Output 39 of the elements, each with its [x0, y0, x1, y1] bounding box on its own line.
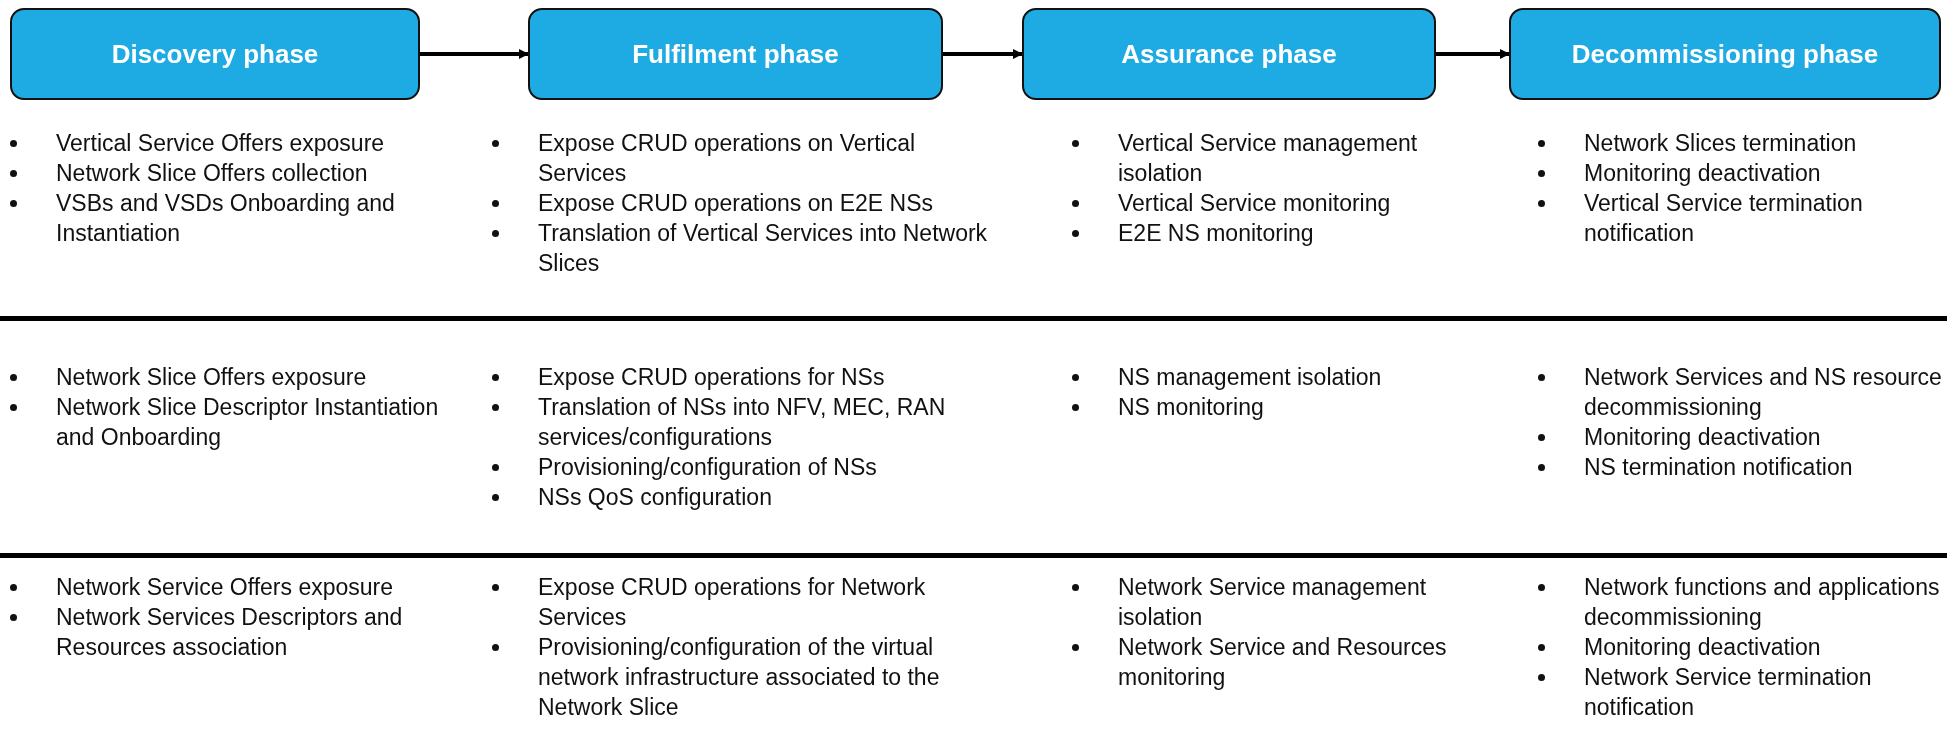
bullet-item: Network Slice Descriptor Instantiation and Onboarding — [4, 392, 474, 452]
phase-box: Discovery phase — [10, 8, 420, 100]
bullet-item: Translation of NSs into NFV, MEC, RAN services/configurations — [486, 392, 1006, 452]
bullet-item: Network Services and NS resource decommissioning — [1532, 362, 1947, 422]
bullet-item: Expose CRUD operations for NSs — [486, 362, 1006, 392]
bullet-item: Expose CRUD operations on Vertical Services — [486, 128, 1006, 188]
bullet-item: Vertical Service termination notification — [1532, 188, 1947, 248]
bullet-item: NSs QoS configuration — [486, 482, 1006, 512]
bullet-item: Network Service termination notification — [1532, 662, 1947, 722]
bullet-item: E2E NS monitoring — [1066, 218, 1466, 248]
bullet-item: Monitoring deactivation — [1532, 422, 1947, 452]
bullet-item: Network Service Offers exposure — [4, 572, 474, 602]
bullet-item: Network Slice Offers collection — [4, 158, 474, 188]
bullet-item: Network Slices termination — [1532, 128, 1947, 158]
bullet-item: Provisioning/configuration of the virtual network infrastructure associated to the Network Slice — [486, 632, 1006, 722]
bullet-item: Vertical Service monitoring — [1066, 188, 1466, 218]
bullet-item: Monitoring deactivation — [1532, 158, 1947, 188]
phase-box: Assurance phase — [1022, 8, 1436, 100]
bullet-item: Vertical Service management isolation — [1066, 128, 1466, 188]
bullet-item: Network Service management isolation — [1066, 572, 1466, 632]
phase-box: Decommissioning phase — [1509, 8, 1941, 100]
arrow — [943, 49, 1023, 59]
arrow — [1436, 49, 1510, 59]
bullet-item: VSBs and VSDs Onboarding and Instantiation — [4, 188, 474, 248]
bullet-item: Expose CRUD operations on E2E NSs — [486, 188, 1006, 218]
bullet-item: NS termination notification — [1532, 452, 1947, 482]
bullet-item: Vertical Service Offers exposure — [4, 128, 474, 158]
bullet-item: NS monitoring — [1066, 392, 1466, 422]
bullet-item: Network Slice Offers exposure — [4, 362, 474, 392]
bullet-item: Provisioning/configuration of NSs — [486, 452, 1006, 482]
bullet-item: Monitoring deactivation — [1532, 632, 1947, 662]
bullet-item: Network functions and applications decommissioning — [1532, 572, 1947, 632]
bullet-item: NS management isolation — [1066, 362, 1466, 392]
bullet-item: Network Services Descriptors and Resources association — [4, 602, 474, 662]
bullet-item: Expose CRUD operations for Network Services — [486, 572, 1006, 632]
phase-box: Fulfilment phase — [528, 8, 943, 100]
bullet-item: Translation of Vertical Services into Network Slices — [486, 218, 1006, 278]
arrow — [420, 49, 529, 59]
bullet-item: Network Service and Resources monitoring — [1066, 632, 1466, 692]
